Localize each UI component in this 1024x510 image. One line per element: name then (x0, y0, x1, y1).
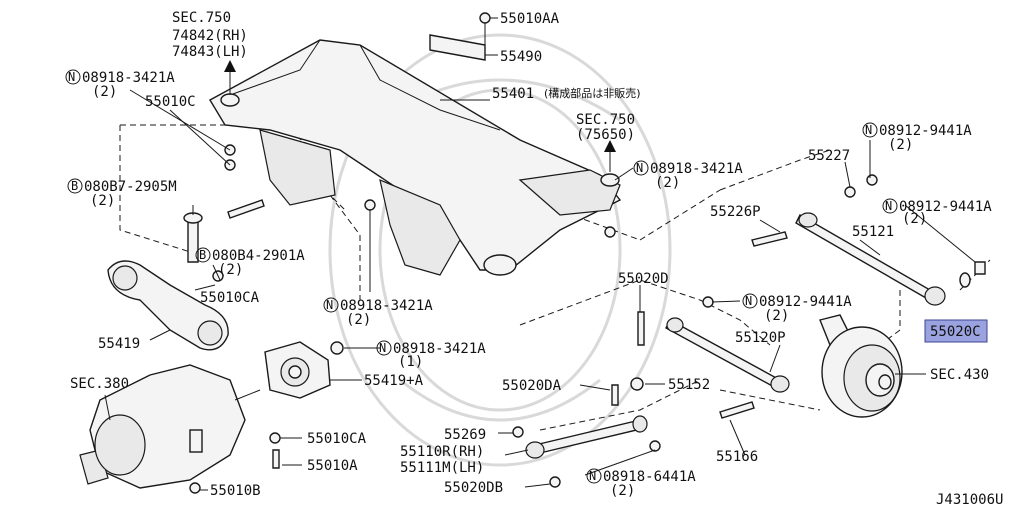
label-55152[interactable]: 55152 (668, 377, 710, 393)
label-sec430[interactable]: SEC.430 (930, 367, 989, 383)
label-08912-9441A-2-qty: (2) (902, 211, 927, 227)
label-55419[interactable]: 55419 (98, 336, 140, 352)
label-08912-9441A-1-qty: (2) (888, 137, 913, 153)
label-55419A[interactable]: 55419+A (364, 373, 424, 389)
label-08918-3421A-2-qty: (2) (655, 175, 680, 191)
n-symbol-letter: N (326, 298, 333, 312)
label-55166[interactable]: 55166 (716, 449, 758, 465)
label-55010B[interactable]: 55010B (210, 483, 261, 499)
n-symbol-letter: N (885, 199, 892, 213)
label-08918-3421A-3-qty: (2) (346, 312, 371, 328)
mount-bracket-right (518, 169, 621, 216)
part-labels: SEC.750 74842(RH) 74843(LH) 55010AA 5549… (65, 10, 1003, 508)
diff-mount-55419A (264, 341, 331, 399)
n-symbol-letter: N (865, 123, 872, 137)
label-080B4-2901A-qty: (2) (218, 262, 243, 278)
label-08918-6441A-qty: (2) (610, 483, 635, 499)
label-55401-note: (構成部品は非販売) (544, 86, 641, 100)
n-symbol-letter: N (589, 469, 596, 483)
label-55227[interactable]: 55227 (808, 148, 850, 164)
leader-lines (104, 17, 976, 491)
label-08918-3421A-2[interactable]: 08918-3421A (650, 161, 743, 177)
label-55010AA[interactable]: 55010AA (500, 11, 560, 27)
label-55110R[interactable]: 55110R(RH) (400, 444, 484, 460)
label-08918-3421A-1[interactable]: 08918-3421A (82, 70, 175, 86)
label-55020D[interactable]: 55020D (618, 271, 669, 287)
label-08918-3421A-1-qty: (2) (92, 84, 117, 100)
label-080B4-2901A[interactable]: 080B4-2901A (212, 248, 305, 264)
stabilizer-link-55110R (525, 415, 648, 459)
mount-bracket-left (259, 129, 336, 206)
label-08918-3421A-4[interactable]: 08918-3421A (393, 341, 486, 357)
n-symbol-letter: N (379, 341, 386, 355)
fasteners (189, 144, 878, 494)
label-55010CA-1[interactable]: 55010CA (200, 290, 260, 306)
label-sec750-b-ref[interactable]: (75650) (576, 127, 635, 143)
axle-housing-hub (819, 314, 903, 418)
dashed-guide-lines (119, 124, 991, 431)
label-55269[interactable]: 55269 (444, 427, 486, 443)
n-symbol-icon (586, 468, 602, 484)
n-symbol-icon (633, 160, 649, 176)
label-080B7-2905M[interactable]: 080B7-2905M (84, 179, 177, 195)
member-mount-55419 (107, 212, 229, 351)
b-symbol-icon (195, 247, 211, 263)
n-symbol-icon (65, 69, 81, 85)
label-sec380[interactable]: SEC.380 (70, 376, 129, 392)
n-symbol-letter: N (636, 161, 643, 175)
label-55120P[interactable]: 55120P (735, 330, 786, 346)
label-55010CA-2[interactable]: 55010CA (307, 431, 367, 447)
rear-suspension-member (209, 39, 622, 276)
label-080B7-2905M-qty: (2) (90, 193, 115, 209)
label-55121[interactable]: 55121 (852, 224, 894, 240)
label-sec750-a-lh[interactable]: 74843(LH) (172, 44, 248, 60)
reference-arrows (224, 60, 616, 172)
label-sec750-a-rh[interactable]: 74842(RH) (172, 28, 248, 44)
label-sec750-a[interactable]: SEC.750 (172, 10, 231, 26)
label-55010C[interactable]: 55010C (145, 94, 196, 110)
label-08912-9441A-1[interactable]: 08912-9441A (879, 123, 972, 139)
n-symbol-icon (882, 198, 898, 214)
label-08912-9441A-3-qty: (2) (764, 308, 789, 324)
label-55010A[interactable]: 55010A (307, 458, 358, 474)
n-symbol-icon (742, 293, 758, 309)
differential-carrier (79, 364, 261, 489)
label-08912-9441A-2[interactable]: 08912-9441A (899, 199, 992, 215)
n-symbol-icon (323, 297, 339, 313)
label-55226P[interactable]: 55226P (710, 204, 761, 220)
rear-lower-link-55121 (795, 212, 986, 306)
diagram-id: J431006U (936, 492, 1003, 508)
label-55111M[interactable]: 55111M(LH) (400, 460, 484, 476)
label-sec750-b[interactable]: SEC.750 (576, 112, 635, 128)
label-08918-6441A[interactable]: 08918-6441A (603, 469, 696, 485)
n-symbol-icon (376, 340, 392, 356)
label-08918-3421A-3[interactable]: 08918-3421A (340, 298, 433, 314)
highlighted-part-box (924, 319, 988, 343)
label-55490[interactable]: 55490 (500, 49, 542, 65)
n-symbol-icon (862, 122, 878, 138)
mount-bracket-center (379, 179, 461, 276)
label-55020C[interactable]: 55020C (930, 324, 981, 340)
label-55401[interactable]: 55401 (492, 86, 534, 102)
watermark-emblem (328, 33, 672, 467)
upper-link-55120P (665, 317, 790, 393)
label-08918-3421A-4-qty: (1) (398, 354, 423, 370)
label-55020DA[interactable]: 55020DA (502, 378, 562, 394)
n-symbol-letter: N (745, 294, 752, 308)
label-08912-9441A-3[interactable]: 08912-9441A (759, 294, 852, 310)
label-55020DB[interactable]: 55020DB (444, 480, 503, 496)
b-symbol-letter: B (199, 248, 206, 262)
n-symbol-letter: N (68, 70, 75, 84)
stay-55490 (429, 12, 491, 61)
b-symbol-letter: B (71, 179, 78, 193)
b-symbol-icon (67, 178, 83, 194)
